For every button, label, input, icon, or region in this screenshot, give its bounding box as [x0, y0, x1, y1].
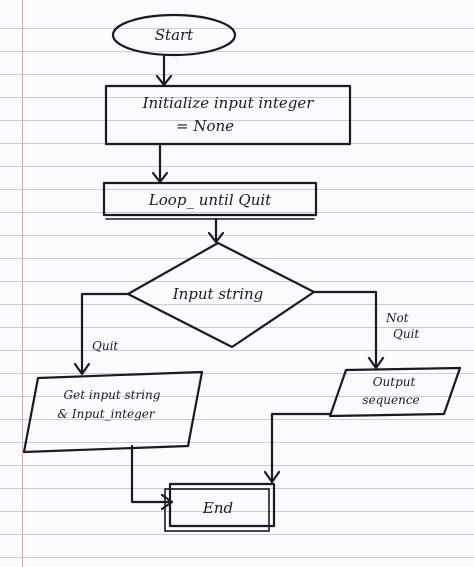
loop-process-box	[102, 181, 318, 220]
margin-line	[22, 0, 23, 567]
end-label: End	[202, 499, 233, 517]
not-quit-label-line2: Quit	[393, 327, 419, 341]
arrow-decision-to-output	[312, 290, 385, 370]
init-process-box	[104, 84, 352, 146]
loop-label: Loop_ until Quit	[148, 191, 272, 209]
decision-label: Input string	[172, 285, 264, 303]
get-input-label-line1: Get input string	[64, 388, 161, 402]
arrow-get-to-end	[130, 444, 174, 511]
arrow-init-to-loop	[151, 142, 169, 184]
decision-diamond	[126, 241, 316, 349]
get-input-io-box	[22, 370, 204, 454]
output-label-line2: sequence	[362, 393, 419, 407]
init-label-line2: = None	[176, 117, 234, 135]
arrow-output-to-end	[263, 412, 332, 484]
arrow-start-to-init	[155, 53, 173, 87]
output-label-line1: Output	[373, 375, 416, 389]
output-io-box	[328, 366, 462, 418]
init-label-line1: Initialize input integer	[142, 94, 315, 112]
start-label: Start	[155, 26, 194, 44]
get-input-label-line2: & Input_integer	[57, 407, 155, 421]
arrow-loop-to-decision	[207, 217, 225, 244]
arrow-decision-to-get	[73, 292, 130, 376]
end-terminal-box	[164, 482, 276, 532]
not-quit-label-line1: Not	[385, 311, 409, 325]
quit-branch-label: Quit	[92, 339, 118, 353]
start-terminal	[111, 13, 237, 57]
